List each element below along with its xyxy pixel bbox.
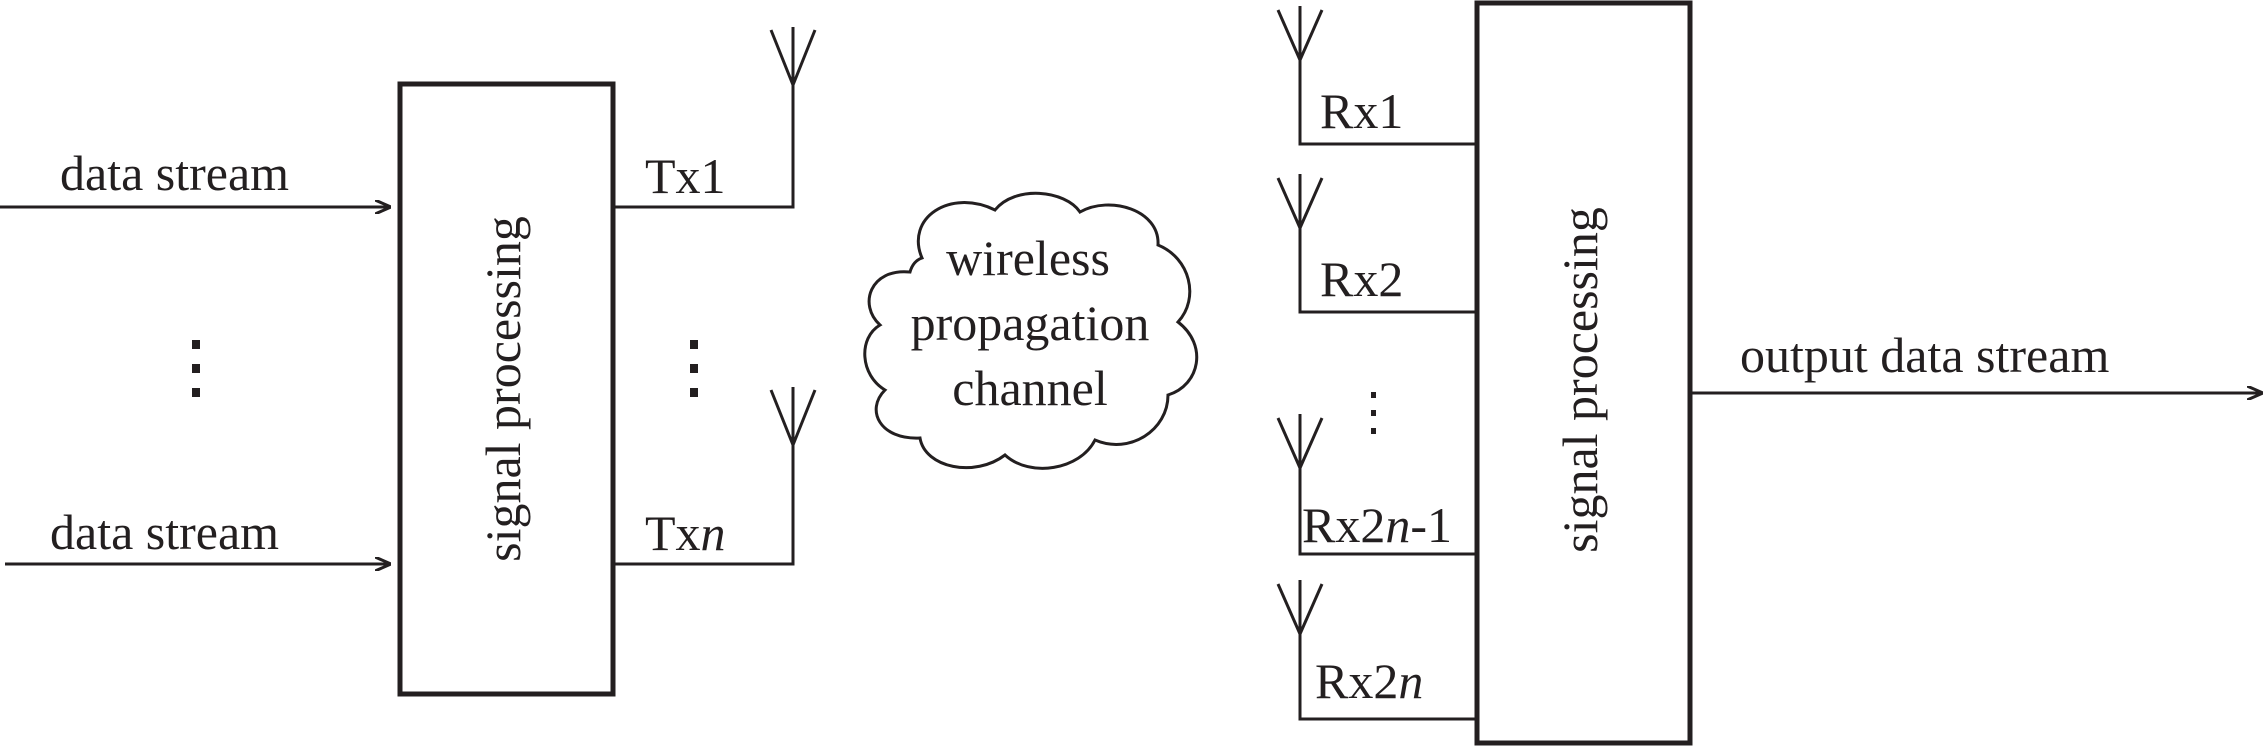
rx-label-1: Rx1: [1320, 83, 1403, 139]
antenna-icon: [1276, 414, 1324, 469]
rx-signal-processing-block: signal processing: [1474, 0, 1693, 746]
tx-antenna-1: Tx1: [613, 27, 817, 209]
rx-antenna-2: Rx2: [1276, 174, 1477, 314]
rx-label-2: Rx2: [1320, 251, 1403, 307]
input-label-2: data stream: [50, 504, 279, 560]
channel-label-line-1: wireless: [946, 230, 1110, 286]
tx-label-n: Txn: [645, 505, 726, 561]
rx-label-2n-minus-1: Rx2n-1: [1302, 497, 1452, 553]
output-label: output data stream: [1740, 327, 2109, 383]
output-stream: output data stream: [1690, 327, 2262, 393]
input-stream-1: data stream: [0, 145, 390, 207]
tx-ellipsis: [690, 340, 698, 397]
wireless-channel-cloud: wireless propagation channel: [863, 191, 1199, 470]
antenna-icon: [1276, 174, 1324, 229]
rx-label-2n: Rx2n: [1315, 653, 1423, 709]
input-label-1: data stream: [60, 145, 289, 201]
antenna-icon: [1276, 580, 1324, 635]
channel-label-line-3: channel: [952, 360, 1107, 416]
rx-ellipsis: [1371, 392, 1376, 434]
rx-antenna-1: Rx1: [1276, 6, 1477, 146]
tx-antenna-n: Txn: [613, 387, 817, 566]
tx-label-1: Tx1: [645, 148, 726, 204]
antenna-icon: [769, 27, 817, 86]
tx-block-label: signal processing: [475, 216, 531, 562]
channel-label-line-2: propagation: [911, 295, 1150, 351]
rx-antenna-2n-minus-1: Rx2n-1: [1276, 414, 1477, 556]
input-ellipsis: [192, 340, 200, 397]
tx-signal-processing-block: signal processing: [397, 81, 616, 697]
antenna-icon: [1276, 6, 1324, 61]
antenna-icon: [769, 387, 817, 446]
input-stream-2: data stream: [5, 504, 390, 564]
rx-block-label: signal processing: [1552, 207, 1608, 553]
rx-antenna-2n: Rx2n: [1276, 580, 1477, 721]
